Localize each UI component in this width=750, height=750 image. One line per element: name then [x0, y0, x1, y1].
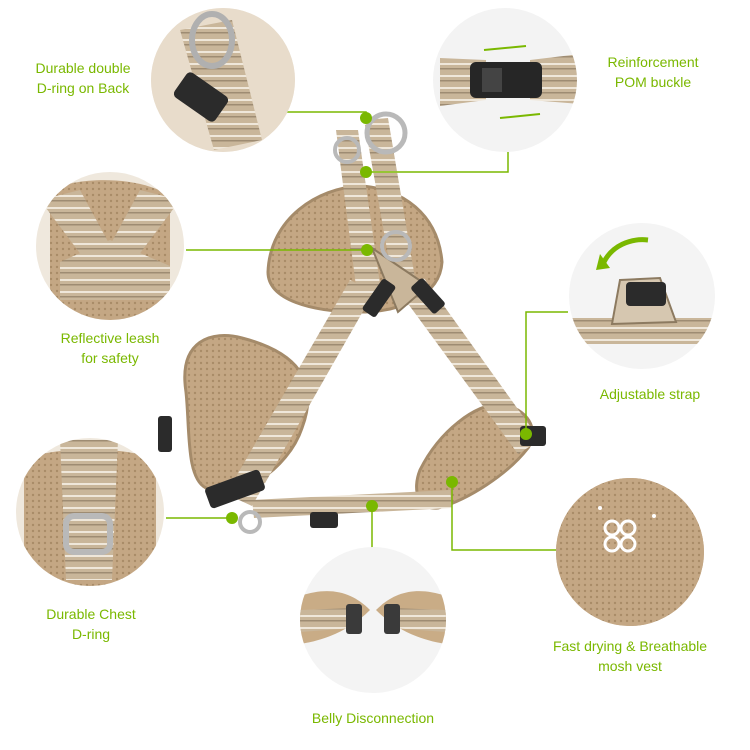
harness-main [158, 111, 546, 534]
callout-lines [166, 111, 568, 551]
detail-circle-back-d-ring [151, 8, 295, 152]
label-belly: Belly Disconnection [311, 710, 435, 726]
brand-logo-icon [603, 519, 637, 553]
label-adjustable-strap: Adjustable strap [599, 386, 701, 402]
detail-circle-belly [300, 547, 446, 693]
detail-circle-reflective-leash [36, 172, 184, 320]
detail-circle-adjustable-strap [569, 223, 715, 369]
detail-circle-mesh-vest [556, 478, 704, 626]
detail-circle-chest-d-ring [16, 438, 164, 586]
detail-circle-pom-buckle [433, 8, 577, 152]
callout-dots [226, 112, 532, 524]
